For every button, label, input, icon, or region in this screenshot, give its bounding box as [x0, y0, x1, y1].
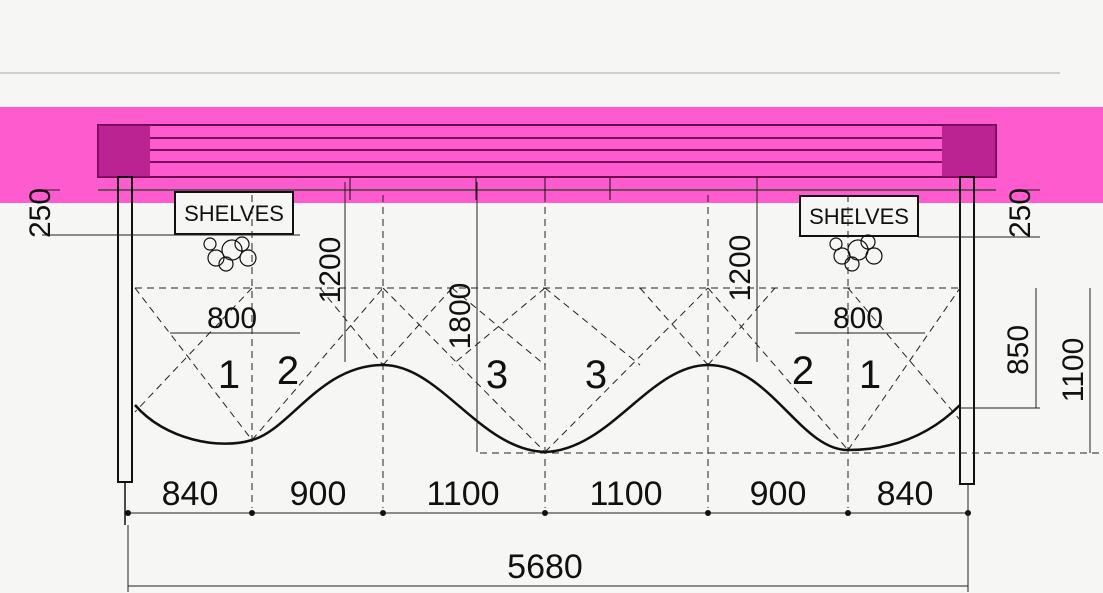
- panel-number: 3: [486, 353, 508, 397]
- panel-number: 1: [859, 353, 881, 397]
- bottom-segment-ticks: [125, 510, 971, 516]
- plant-symbol-left: [203, 236, 257, 272]
- highlight-band: [0, 107, 1103, 203]
- shelves-box-left: [174, 191, 294, 235]
- rail-end-left: [98, 125, 150, 177]
- total-width-label: 5680: [507, 548, 583, 586]
- rail-end-right: [942, 125, 996, 177]
- dim-25-left: 250: [24, 188, 57, 238]
- plant-symbol-right: [829, 234, 883, 272]
- shelves-box-right: [799, 195, 919, 237]
- bottom-segment-label: 1100: [426, 475, 499, 513]
- panel-number: 2: [277, 349, 299, 393]
- bottom-segment-label: 840: [877, 475, 934, 513]
- dim-1100-right: 1100: [1057, 338, 1090, 403]
- dim-25-right: 250: [1004, 188, 1037, 238]
- right-wall-post: [959, 176, 975, 485]
- curtain-wave-curve: [134, 363, 961, 454]
- shelves-label-right: SHELVES: [809, 204, 909, 229]
- left-wall-post: [117, 176, 133, 483]
- dim-800-right: 800: [833, 302, 883, 335]
- dim-1200-right: 1200: [724, 235, 757, 302]
- dim-800-left: 800: [207, 302, 257, 335]
- bottom-segment-label: 1100: [589, 475, 662, 513]
- bottom-segment-label: 840: [162, 475, 219, 513]
- dim-850: 850: [1002, 325, 1035, 375]
- panel-number: 3: [585, 353, 607, 397]
- panel-number: 1: [218, 353, 240, 397]
- dim-1800: 1800: [444, 283, 477, 350]
- diagonal-fold-lines: [134, 287, 961, 453]
- panel-number: 2: [792, 349, 814, 393]
- dim-1200-left: 1200: [314, 237, 347, 304]
- bottom-segment-label: 900: [750, 475, 807, 513]
- bottom-segment-label: 900: [290, 475, 347, 513]
- shelves-label-left: SHELVES: [184, 201, 284, 226]
